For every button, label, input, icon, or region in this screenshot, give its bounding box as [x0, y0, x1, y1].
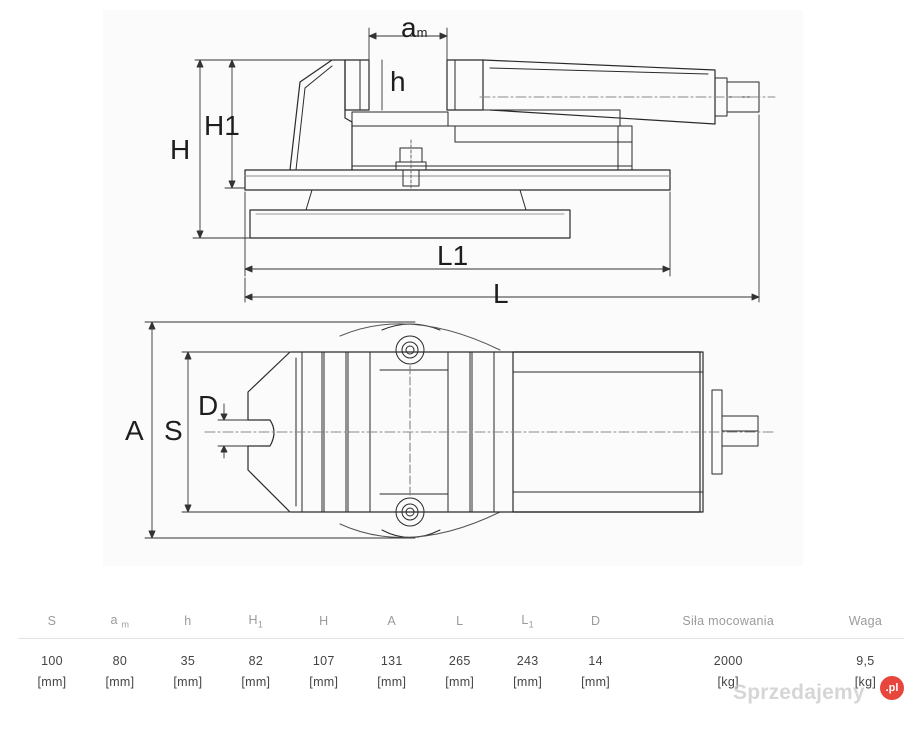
spec-header-d: D — [561, 604, 630, 639]
side-view — [192, 27, 776, 303]
spec-cell: 9,5[kg] — [854, 654, 877, 689]
spec-header-l1: L1 — [493, 604, 562, 639]
spec-header-s: S — [18, 604, 86, 639]
dim-label-am-sub: m — [416, 25, 428, 40]
dim-label-S: S — [164, 415, 183, 446]
vise-drawing-svg — [144, 27, 776, 539]
dim-label-h: h — [390, 66, 406, 97]
top-view — [144, 321, 776, 539]
dim-label-am: am — [401, 14, 427, 42]
spec-cell: 80[mm] — [105, 654, 135, 689]
spec-table-header-row: S a m h H1 H A L L1 D Siła mocowania Wag… — [18, 604, 904, 639]
spec-header-h1: H1 — [221, 604, 290, 639]
spec-cell: 2000[kg] — [713, 654, 743, 689]
spec-table-value-row: 100[mm] 80[mm] 35[mm] 82[mm] 107[mm] 131… — [18, 639, 904, 694]
watermark-badge: .pl — [880, 676, 904, 700]
spec-table: S a m h H1 H A L L1 D Siła mocowania Wag… — [18, 604, 904, 693]
dim-label-D: D — [198, 390, 219, 421]
spec-cell: 82[mm] — [241, 654, 271, 689]
spec-header-a: A — [357, 604, 426, 639]
spec-header-clamping-force: Siła mocowania — [629, 604, 827, 639]
dim-label-H: H — [170, 134, 191, 165]
dim-label-am-main: a — [401, 12, 417, 43]
dim-label-l1: L1 — [437, 240, 469, 271]
dim-label-L: L — [493, 278, 509, 309]
spec-cell: 107[mm] — [309, 654, 339, 689]
spec-header-weight: Waga — [826, 604, 904, 639]
spec-cell: 100[mm] — [37, 654, 67, 689]
dim-label-h1: H1 — [204, 110, 240, 141]
watermark-text: Sprzedajemy — [733, 681, 865, 704]
dim-label-A: A — [125, 415, 144, 446]
spec-header-l: L — [425, 604, 494, 639]
spec-cell: 243[mm] — [513, 654, 543, 689]
technical-drawing: am h H1 H L1 L D A S — [103, 10, 803, 566]
spec-header-am: a m — [85, 604, 154, 639]
spec-cell: 14[mm] — [581, 654, 611, 689]
spec-cell: 35[mm] — [173, 654, 203, 689]
spec-header-h: h — [153, 604, 222, 639]
spec-cell: 265[mm] — [445, 654, 475, 689]
spec-cell: 131[mm] — [377, 654, 407, 689]
spec-header-H: H — [289, 604, 358, 639]
